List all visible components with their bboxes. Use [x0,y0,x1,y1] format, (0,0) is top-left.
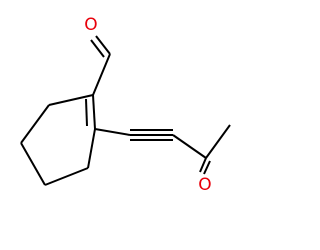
ring-bond-c4-c5 [20,142,46,186]
bond-ring-to-alkyne [94,128,131,136]
ring-bond-c6-c1 [87,128,96,169]
bond-ketone-c-o-2 [203,160,211,175]
bond-alkyne-to-ketone-carbon [172,134,207,159]
ring-bond-c1-c2-double-inner [85,98,88,127]
bond-ring-to-aldehyde-carbon [92,53,111,96]
bond-ketone-to-methyl [205,124,231,159]
ring-bond-c5-c6 [44,167,89,186]
bond-ketone-c-o-1 [199,157,207,173]
ketone-oxygen-label: O [198,175,211,195]
ring-bond-c1-c2 [92,94,96,130]
ring-bond-c3-c4 [20,104,50,144]
ring-bond-c2-c3 [48,94,94,106]
bond-aldehyde-c-o-1 [95,35,111,55]
molecule-diagram: O O [20,15,231,195]
bond-aldehyde-c-o-2 [90,39,105,58]
aldehyde-oxygen-label: O [84,15,97,35]
